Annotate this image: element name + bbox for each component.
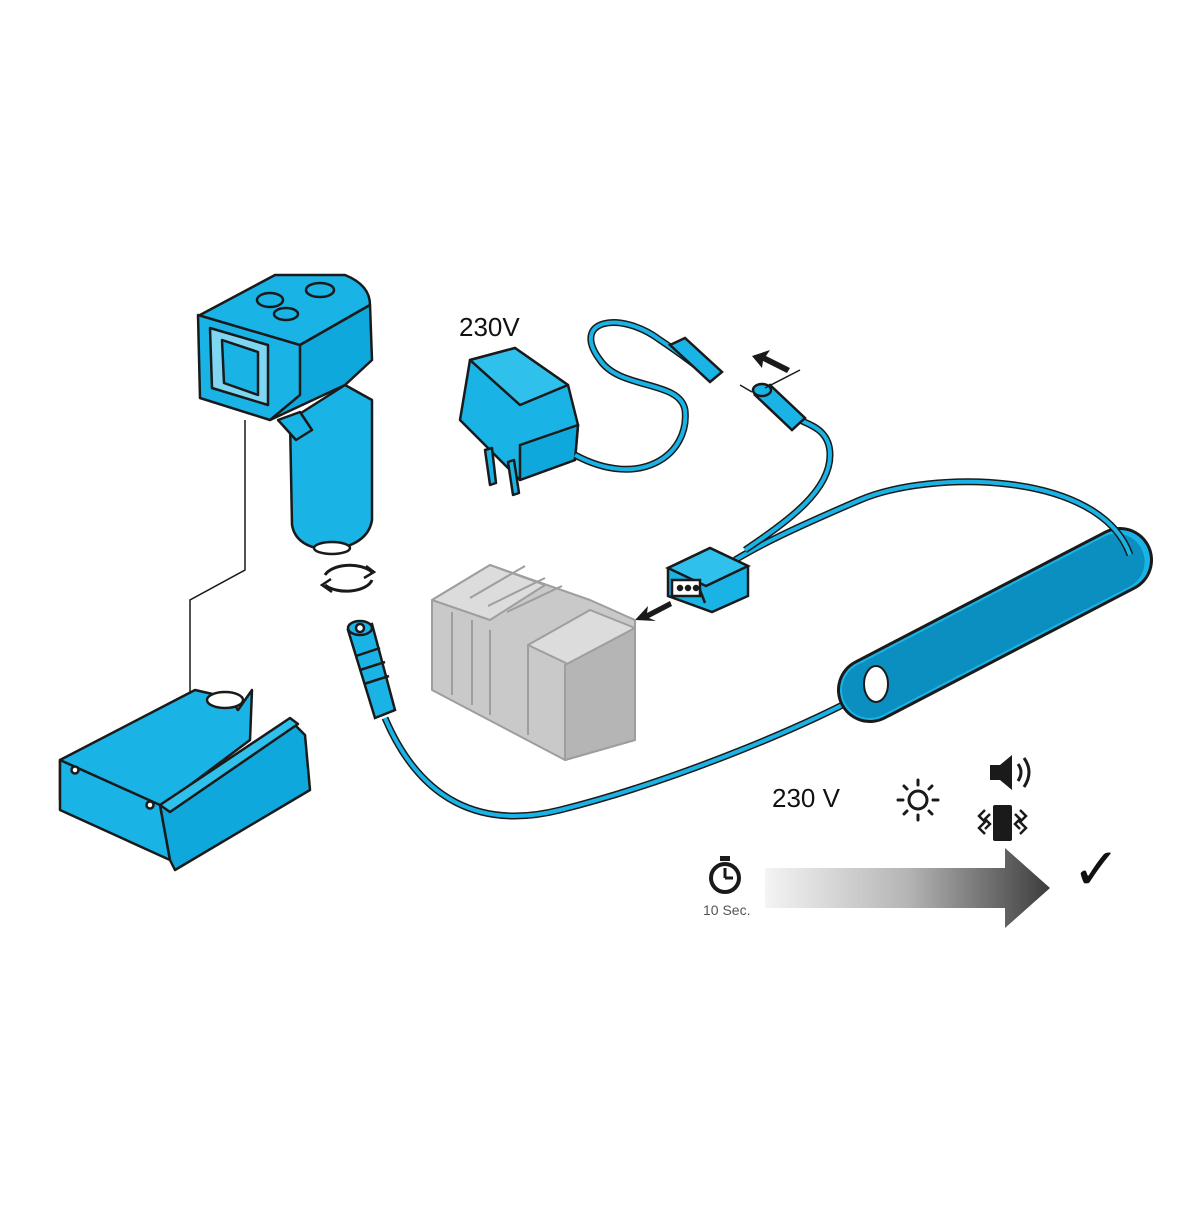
stopwatch-icon [709, 856, 741, 894]
duration-label: 10 Sec. [703, 902, 751, 918]
scanner-button-1 [255, 291, 285, 309]
power-jack-socket [751, 382, 807, 432]
arrow-icon [635, 350, 790, 621]
scanner-trigger [276, 410, 314, 442]
plc-module-rack [431, 564, 636, 761]
vibration-icon [977, 805, 1028, 841]
speaker-icon [990, 755, 1031, 790]
rotate-icon [319, 563, 377, 594]
scanner-button-2 [272, 306, 300, 322]
connect-guide-line [739, 384, 753, 393]
scanner-base [312, 540, 352, 556]
scanner-stand [58, 688, 312, 872]
serial-db9-connector [665, 546, 751, 614]
coiled-cable [837, 527, 1153, 723]
top-cable [733, 478, 1134, 564]
adapter-cable [573, 319, 717, 473]
scanner-button-3 [304, 281, 336, 299]
barcode-scanner [196, 273, 374, 556]
checkmark-icon: ✓ [1072, 835, 1121, 903]
sun-icon [896, 778, 940, 822]
scanner-handle [288, 383, 374, 552]
supply-voltage-label: 230 V [772, 783, 840, 813]
adapter-plug [667, 336, 724, 384]
cable-connector [346, 619, 397, 720]
leader-line [189, 420, 246, 780]
power-adapter [458, 346, 580, 497]
adapter-voltage-label: 230V [459, 312, 520, 342]
progress-arrow [765, 848, 1050, 928]
